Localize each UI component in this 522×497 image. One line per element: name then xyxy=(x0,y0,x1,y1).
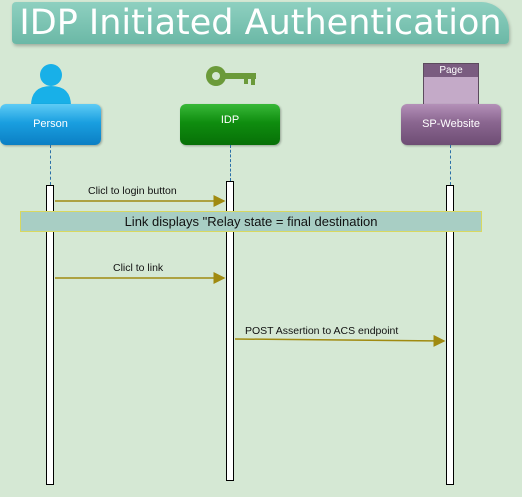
message-label-1: Clicl to login button xyxy=(88,185,177,197)
actor-person: Person xyxy=(0,104,101,145)
activation-idp xyxy=(226,181,234,481)
lifeline-sp xyxy=(450,145,451,185)
actor-idp: IDP xyxy=(180,104,280,145)
key-icon xyxy=(206,66,256,86)
lifeline-person xyxy=(50,145,51,185)
person-icon xyxy=(31,64,71,106)
title-banner: IDP Initiated Authentication xyxy=(12,2,509,44)
page-label: Page xyxy=(424,64,478,77)
lifeline-idp xyxy=(230,145,231,181)
activation-person xyxy=(46,185,54,485)
message-label-3: POST Assertion to ACS endpoint xyxy=(245,325,399,337)
activation-sp xyxy=(446,185,454,485)
actor-sp-website: SP-Website xyxy=(401,104,501,145)
message-arrow-3 xyxy=(234,334,446,347)
diagram-title: IDP Initiated Authentication xyxy=(19,3,502,43)
relay-state-note: Link displays "Relay state = final desti… xyxy=(20,211,482,232)
message-label-2: Clicl to link xyxy=(113,262,164,274)
